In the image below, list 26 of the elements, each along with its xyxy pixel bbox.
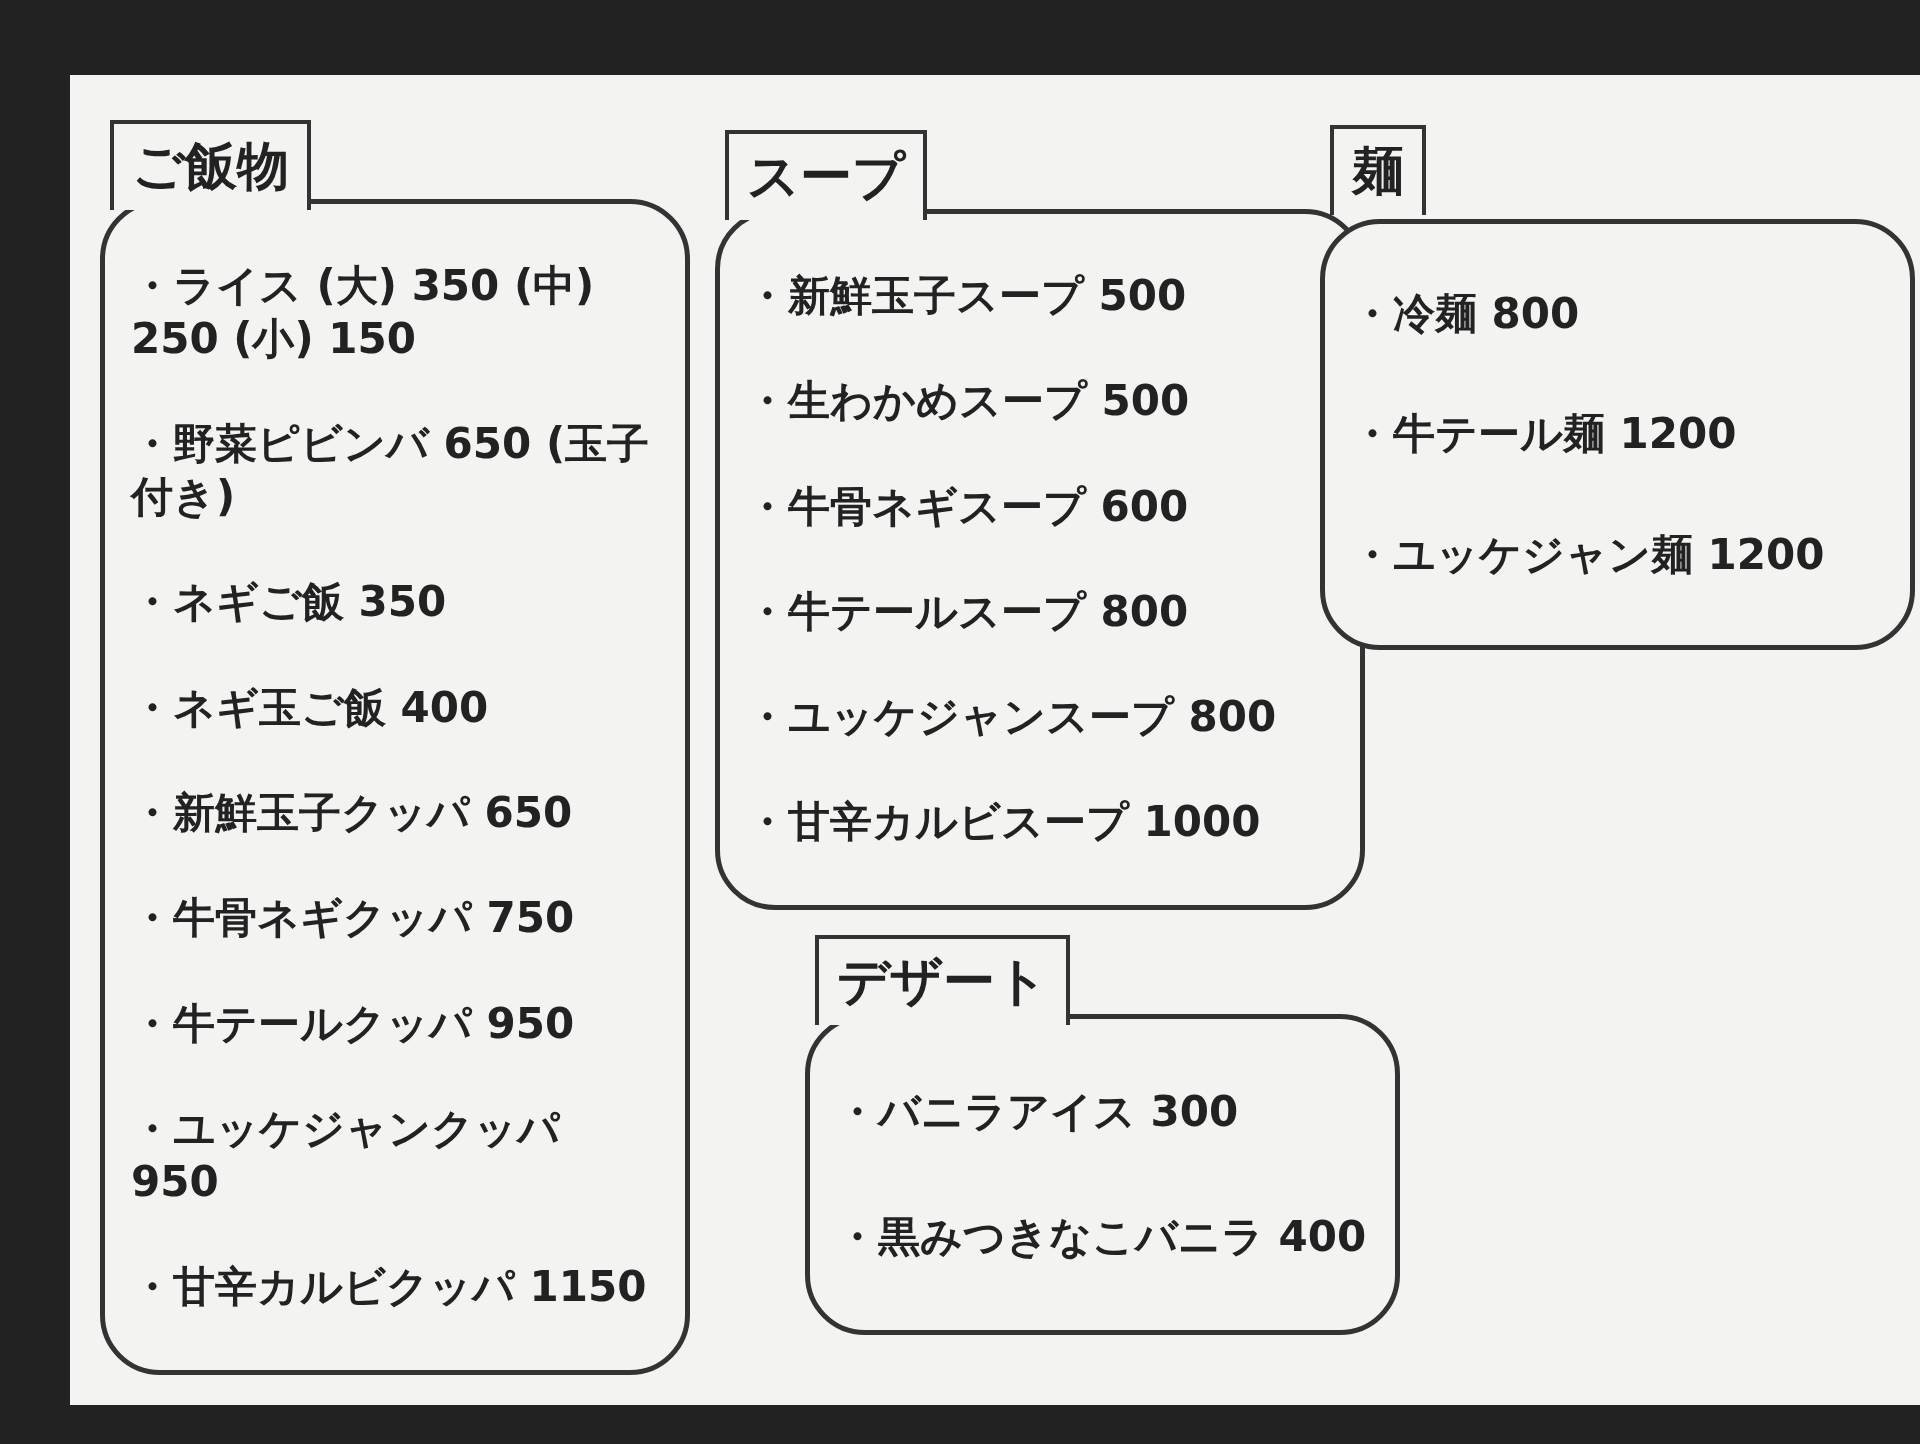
menu-section <box>1320 125 1915 650</box>
section-heading: 麺 <box>1330 125 1426 215</box>
menu-item: ・牛テールスープ 800 <box>746 585 1190 638</box>
menu-item: ・黒みつきなこバニラ 400 <box>836 1211 1368 1263</box>
menu-item: ・ユッケジャンスープ 800 <box>746 690 1278 743</box>
menu-item: ・野菜ピビンバ 650 (玉子付き) <box>131 418 651 523</box>
menu-item: ・冷麺 800 <box>1351 287 1581 340</box>
menu-item: ・ライス (大) 350 (中) 250 (小) 150 <box>131 260 596 365</box>
menu-item: ・ネギご飯 350 <box>131 576 448 629</box>
menu-item: ・牛骨ネギスープ 600 <box>746 480 1190 533</box>
menu-item: ・牛骨ネギクッパ 750 <box>131 892 576 945</box>
menu-item: ・ユッケジャン麺 1200 <box>1351 528 1826 581</box>
menu-item: ・新鮮玉子スープ 500 <box>746 270 1188 323</box>
menu-item: ・甘辛カルビクッパ 1150 <box>131 1260 648 1313</box>
section-heading: デザート <box>815 935 1070 1025</box>
menu-section <box>805 935 1400 1335</box>
menu-item: ・ユッケジャンクッパ 950 <box>131 1103 561 1208</box>
menu-item: ・ネギ玉ご飯 400 <box>131 681 490 734</box>
menu-item: ・生わかめスープ 500 <box>746 375 1191 428</box>
menu-item: ・バニラアイス 300 <box>836 1085 1240 1138</box>
menu-item: ・新鮮玉子クッパ 650 <box>131 786 574 839</box>
menu-item: ・牛テール麺 1200 <box>1351 408 1738 461</box>
menu-item: ・甘辛カルビスープ 1000 <box>746 796 1262 849</box>
section-heading: スープ <box>725 130 927 220</box>
menu-item: ・牛テールクッパ 950 <box>131 997 576 1050</box>
section-heading: ご飯物 <box>110 120 311 210</box>
